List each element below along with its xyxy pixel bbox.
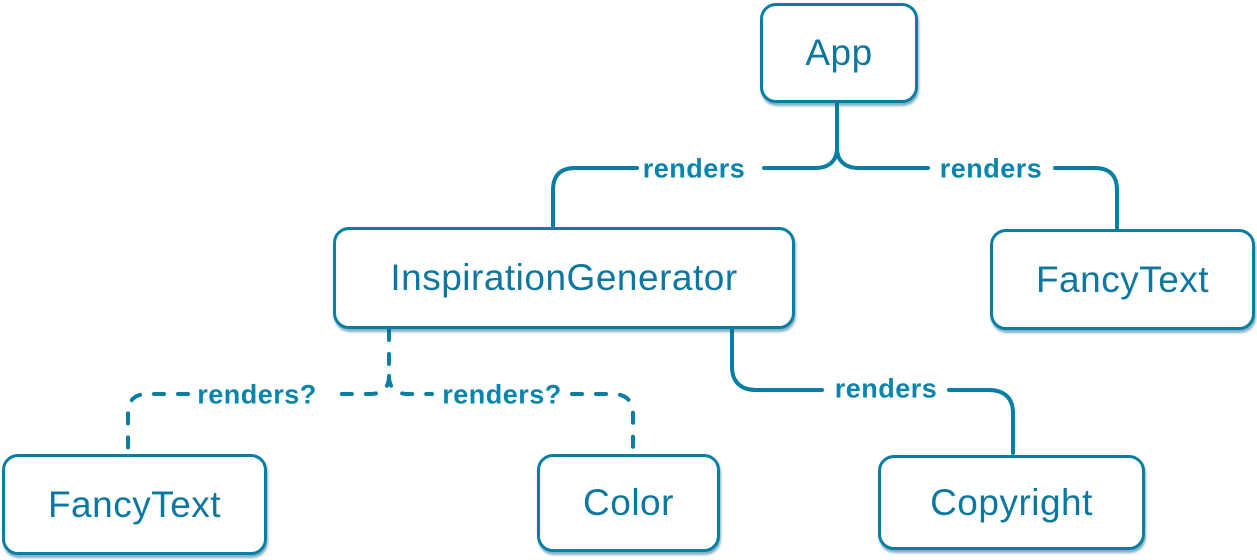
edge-label-inspiration-generator-copyright: renders [834,373,938,404]
node-app-label: App [805,32,873,73]
edge-label-app-inspiration-generator: renders [642,153,746,184]
node-copyright-label: Copyright [930,481,1093,523]
node-color: Color [537,454,720,552]
edge-label-inspiration-generator-color: renders? [442,379,562,410]
node-copyright: Copyright [878,455,1145,550]
edge-label-inspiration-generator-fancy-text: renders? [197,379,317,410]
node-app: App [760,3,918,103]
node-inspiration-generator: InspirationGenerator [333,227,795,329]
node-fancy-text-top-label: FancyText [1035,258,1210,300]
edge-label-app-fancy-text: renders [939,153,1043,184]
node-color-label: Color [583,482,674,523]
node-inspiration-generator-label: InspirationGenerator [390,257,738,298]
node-fancy-text-bottom: FancyText [2,454,267,555]
node-fancy-text-top: FancyText [990,229,1255,330]
node-fancy-text-bottom-label: FancyText [47,483,222,525]
